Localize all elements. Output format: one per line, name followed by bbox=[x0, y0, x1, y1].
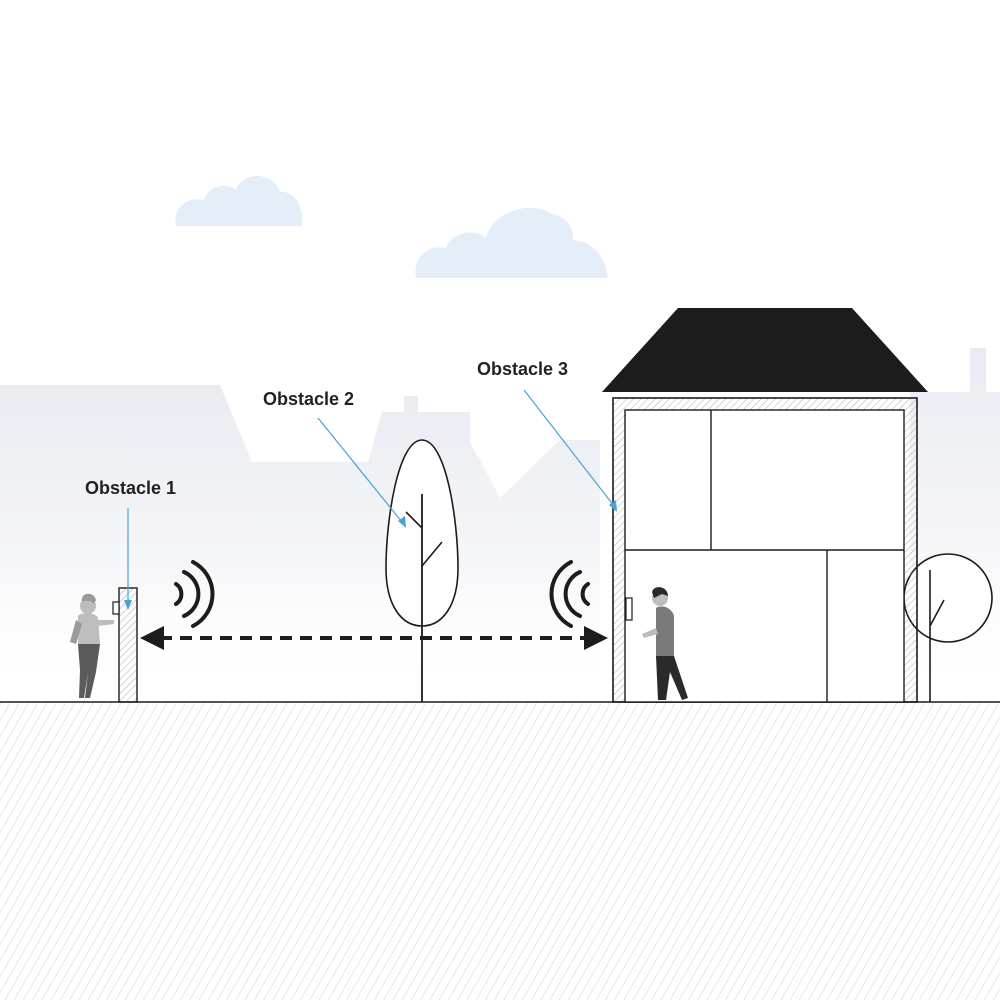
cloud-left bbox=[175, 176, 303, 226]
cloud-right bbox=[415, 207, 608, 278]
signal-range-arrow bbox=[140, 626, 608, 650]
gate-pillar bbox=[112, 587, 138, 703]
tree-obstacle bbox=[385, 439, 459, 702]
label-obstacle-2: Obstacle 2 bbox=[263, 389, 355, 409]
signal-waves-right bbox=[549, 560, 590, 628]
label-obstacle-3: Obstacle 3 bbox=[477, 359, 569, 379]
house-roof bbox=[602, 308, 928, 392]
signal-waves-left bbox=[174, 560, 215, 628]
ground bbox=[0, 702, 1000, 1000]
house bbox=[602, 308, 928, 703]
label-obstacle-1: Obstacle 1 bbox=[85, 478, 177, 498]
leader-obstacle-3 bbox=[523, 389, 615, 507]
person-left bbox=[70, 593, 114, 698]
leader-lines bbox=[124, 389, 617, 610]
house-device bbox=[625, 597, 633, 621]
leader-obstacle-2 bbox=[317, 417, 403, 523]
gate-device bbox=[112, 601, 120, 615]
person-right bbox=[642, 587, 688, 700]
